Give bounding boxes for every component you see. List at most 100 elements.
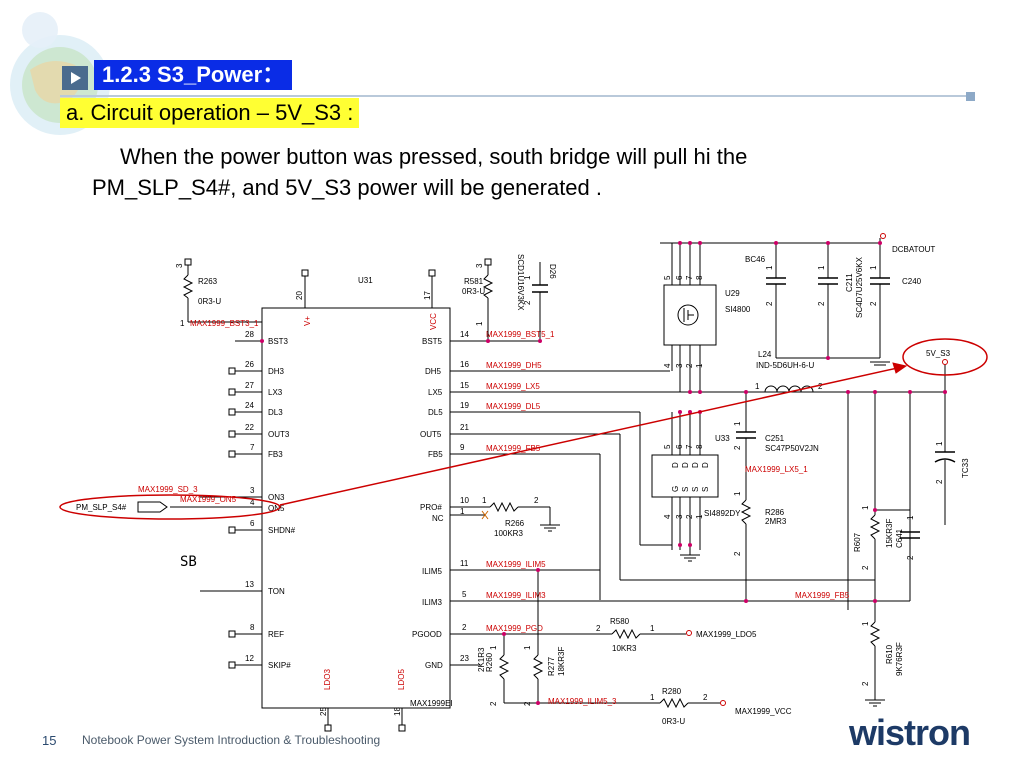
net-ilim5: MAX1999_ILIM5 [486, 560, 546, 569]
r607-val: 15KR3F [885, 519, 894, 548]
r260-val: 2K1R3 [477, 647, 486, 672]
c240-pin2: 2 [869, 301, 878, 306]
u31-pin-num-pro: 10 [460, 496, 469, 505]
r607-resistor [869, 514, 881, 540]
r280-ref: R280 [662, 687, 682, 696]
5v-s3-highlight [902, 338, 988, 376]
u29-pin3: 3 [675, 363, 684, 368]
u31-pin-name-skip: SKIP# [268, 661, 291, 670]
net-sd3: MAX1999_SD_3 [138, 485, 198, 494]
u31-ldo5: LDO5 [397, 669, 406, 690]
description-line-2: PM_SLP_S4#, and 5V_S3 power will be gene… [92, 175, 602, 200]
tc33-ref: TC33 [961, 458, 970, 478]
u29-pin8: 8 [695, 275, 704, 280]
net-ilim5-3: MAX1999_ILIM5_3 [548, 697, 617, 706]
l24-ref: L24 [758, 350, 772, 359]
pm-slp-s4-connector [137, 501, 168, 513]
u29-pin1: 1 [695, 363, 704, 368]
u29-pin6: 6 [675, 275, 684, 280]
r286-pin1: 1 [733, 491, 742, 496]
u33-s3: S [701, 487, 710, 492]
r266-resistor [489, 501, 519, 513]
u31-pin-num-pgood: 2 [462, 623, 467, 632]
net-lx5: MAX1999_LX5 [486, 382, 540, 391]
r263-resistor [182, 274, 194, 299]
r280-resistor [659, 697, 689, 709]
header-rule [60, 95, 970, 97]
u31-pin18: 18 [393, 707, 402, 716]
c641-pin2: 2 [906, 555, 915, 560]
u31-pin-name-shdn: SHDN# [268, 526, 296, 535]
u33-body [651, 454, 719, 498]
u31-pin-num-dh5: 16 [460, 360, 469, 369]
c641-ref: C641 [895, 528, 904, 548]
r607-pin2: 2 [861, 565, 870, 570]
play-arrow-icon [62, 66, 88, 90]
net-fb5: MAX1999_FB5 [486, 444, 541, 453]
r610-ref: R610 [885, 644, 894, 664]
r610-pin2: 2 [861, 681, 870, 686]
tc33-pin1: 1 [935, 441, 944, 446]
logo-text: wistron [849, 712, 971, 753]
r280-val: 0R3-U [662, 717, 685, 726]
u31-pin-num-skip: 12 [245, 654, 254, 663]
r280-pin1: 1 [650, 693, 655, 702]
u31-pin-num-ref: 8 [250, 623, 255, 632]
tc33-pin2: 2 [935, 479, 944, 484]
c211-pin1: 1 [817, 265, 826, 270]
u33-pin2: 2 [685, 514, 694, 519]
dcbatout-label: DCBATOUT [892, 245, 935, 254]
u31-pin17: 17 [423, 291, 432, 300]
net-bst5: MAX1999_BST5_1 [486, 330, 555, 339]
u31-pin-name-lx3: LX3 [268, 388, 283, 397]
d26-pin2: 2 [523, 300, 532, 305]
u31-pin-name-fb3: FB3 [268, 450, 283, 459]
r580-ref: R580 [610, 617, 630, 626]
u31-pin-name-lx5: LX5 [428, 388, 443, 397]
net-dl5: MAX1999_DL5 [486, 402, 541, 411]
c251-pin2: 2 [733, 445, 742, 450]
5v-s3-label: 5V_S3 [926, 349, 951, 358]
u33-d3: D [691, 462, 700, 468]
r266-val: 100KR3 [494, 529, 523, 538]
net-dh5: MAX1999_DH5 [486, 361, 542, 370]
u31-pin-name-dl3: DL3 [268, 408, 283, 417]
r260-pin2: 2 [489, 701, 498, 706]
bc46-label: BC46 [745, 255, 766, 264]
r277-val: 18KR3F [557, 647, 566, 676]
u31-pin-num-fb3: 7 [250, 443, 255, 452]
u31-pin-num-ilim3: 5 [462, 590, 467, 599]
r260-pin1: 1 [489, 645, 498, 650]
u31-pin-num-dl3: 24 [245, 401, 254, 410]
d26-ref: D26 [548, 264, 557, 279]
u31-pin-name-on3: ON3 [268, 493, 285, 502]
r610-pin1: 1 [861, 621, 870, 626]
u31-pin-num-on5: 4 [250, 498, 255, 507]
u31-pin-num-out5: 21 [460, 423, 469, 432]
slide-title: 1.2.3 S3_Power： [94, 60, 293, 90]
r266-pin2: 2 [534, 496, 539, 505]
u31-footprint: MAX1999EI [410, 699, 453, 708]
r266-pin1: 1 [482, 496, 487, 505]
u33-pin7: 7 [685, 444, 694, 449]
r610-val: 9K76R3F [895, 642, 904, 676]
r581-pin3: 3 [475, 263, 484, 268]
signal-flow-arrow [279, 366, 903, 506]
r260-ref: R260 [485, 652, 494, 672]
r263-val: 0R3-U [198, 297, 221, 306]
r580-pin2: 2 [596, 624, 601, 633]
u31-pin-num-fb5: 9 [460, 443, 465, 452]
u33-val: SI4892DY [704, 509, 741, 518]
r607-pin1: 1 [861, 505, 870, 510]
pm-slp-s4-label: PM_SLP_S4# [76, 503, 127, 512]
r263-pin3: 3 [175, 263, 184, 268]
net-bst3: MAX1999_BST3_1 [190, 319, 259, 328]
u33-pin4: 4 [663, 514, 672, 519]
u33-pin8: 8 [695, 444, 704, 449]
u29-val: SI4800 [725, 305, 751, 314]
u31-pin-name-out3: OUT3 [268, 430, 290, 439]
u31-pin-name-bst5: BST5 [422, 337, 443, 346]
u31-vplus: V+ [303, 316, 312, 326]
u31-pin-num-on3: 3 [250, 486, 255, 495]
u31-pin-name-on5: ON5 [268, 504, 285, 513]
